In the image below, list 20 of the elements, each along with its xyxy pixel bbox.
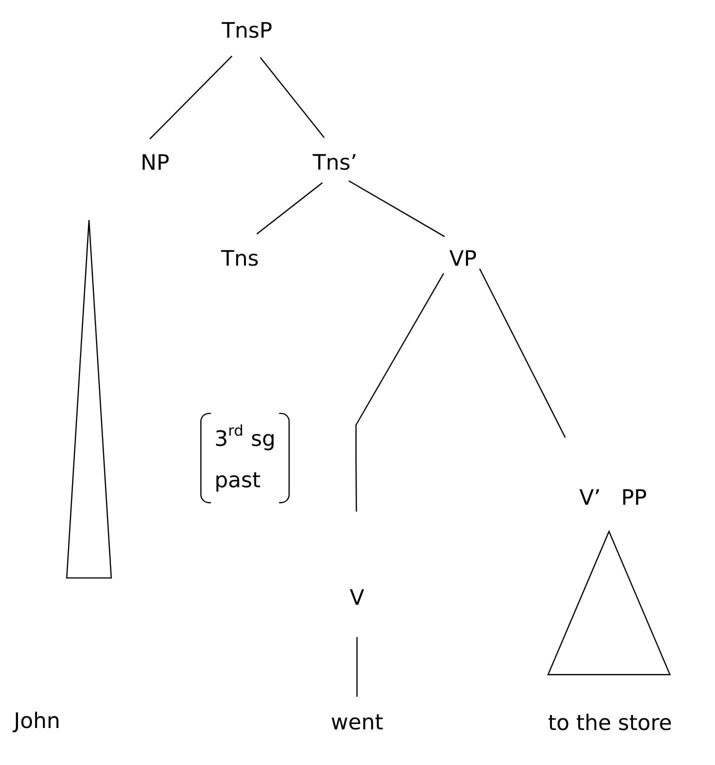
tree-label: Tns [221, 250, 258, 266]
triangle [66, 219, 112, 579]
word: John [12, 712, 58, 732]
branch-line [149, 56, 232, 140]
tree-label: PP [623, 489, 646, 505]
branch-line [256, 182, 323, 234]
tree-label: NP [142, 154, 169, 170]
word: to the store [548, 714, 671, 730]
word: went [332, 714, 383, 730]
tree-label: Tns’ [312, 154, 356, 170]
branch-line [356, 637, 358, 697]
branch-line [348, 180, 445, 238]
tree-label: TnsP [222, 22, 272, 38]
feature-bracket: $\text{3}^{\text{rd}}\text{ sg}$ past [200, 412, 290, 504]
tree-label: V’ [579, 489, 599, 505]
tree-label: V [350, 589, 364, 605]
branch-line [479, 268, 566, 438]
branch-line [355, 273, 444, 512]
tree-label: VP [449, 250, 476, 266]
branch-line [260, 57, 325, 138]
